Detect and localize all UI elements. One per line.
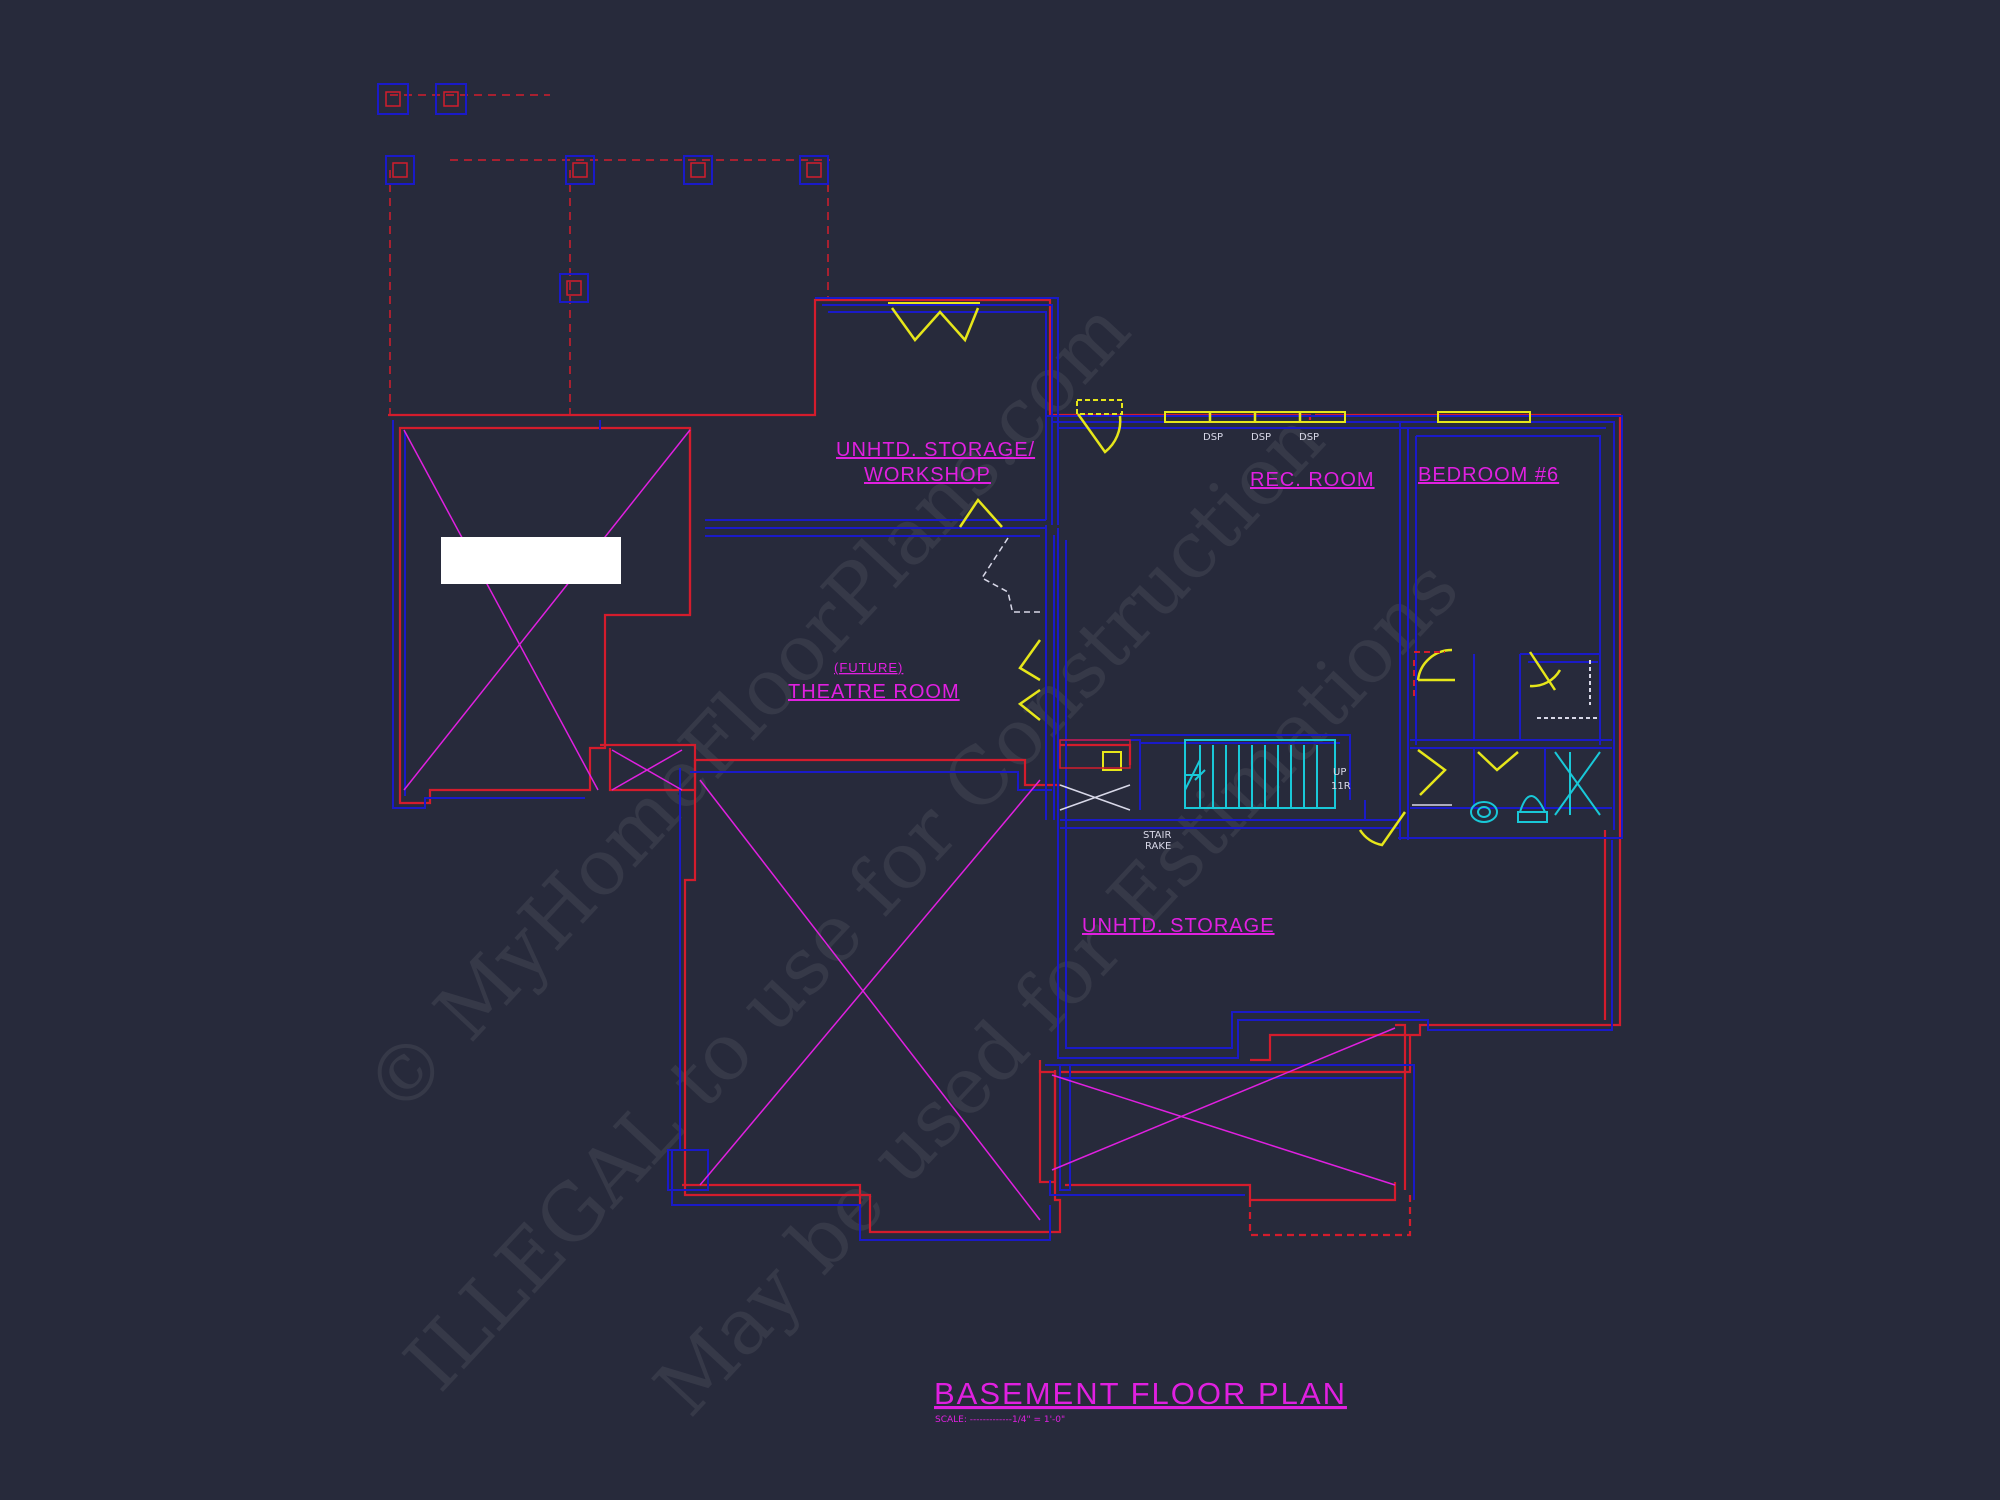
- theatre-bifold-door: [980, 537, 1013, 611]
- label-bedroom: BEDROOM #6: [1418, 464, 1559, 486]
- stair-rake-label-1: STAIR: [1143, 830, 1171, 841]
- annotations: DSP DSP DSP UP 11R STAIR RAKE: [1143, 432, 1351, 852]
- dsp-label-1: DSP: [1203, 432, 1223, 443]
- bath-door-1: [1417, 748, 1447, 796]
- rec-exterior-door: [1076, 399, 1123, 415]
- bathroom-fixtures: [1470, 660, 1601, 823]
- deck-outline: [389, 94, 830, 415]
- label-theatre-future: (FUTURE): [834, 660, 903, 675]
- window-2: [1437, 411, 1531, 423]
- deck-post-footings: [377, 83, 829, 303]
- label-unheated-storage: UNHTD. STORAGE: [1082, 915, 1275, 937]
- mechanical: [1059, 651, 1452, 811]
- open-area-x-marks: [403, 429, 1396, 1221]
- stair-risers-label: 11R: [1331, 781, 1351, 792]
- stair-door: [1358, 811, 1407, 847]
- room-labels: UNHTD. STORAGE/ WORKSHOP REC. ROOM BEDRO…: [788, 439, 1559, 937]
- theatre-double-door: [1017, 639, 1042, 721]
- label-storage-workshop-1: UNHTD. STORAGE/: [836, 439, 1035, 461]
- plan-scale: SCALE: -------------1/4" = 1'-0": [935, 1415, 1065, 1425]
- toilet: [1518, 795, 1547, 813]
- doors: [888, 302, 1562, 847]
- workshop-bifold-door: [890, 307, 980, 343]
- bedroom-door: [1416, 648, 1455, 682]
- title-block: BASEMENT FLOOR PLAN SCALE: -------------…: [934, 1376, 1347, 1425]
- label-rec-room: REC. ROOM: [1250, 469, 1375, 491]
- bath-door-2: [1477, 751, 1519, 772]
- stair: [1184, 739, 1336, 809]
- stair-rake-label-2: RAKE: [1145, 841, 1171, 852]
- shower: [1554, 751, 1601, 816]
- plan-title: BASEMENT FLOOR PLAN: [934, 1376, 1347, 1411]
- workshop-door: [958, 497, 1003, 528]
- stair-up-label: UP: [1333, 767, 1346, 778]
- label-theatre-room: THEATRE ROOM: [788, 681, 960, 703]
- framed-walls: [392, 297, 1623, 1241]
- label-storage-workshop-2: WORKSHOP: [864, 464, 991, 486]
- dsp-label-2: DSP: [1251, 432, 1271, 443]
- redacted-label-box: [441, 537, 621, 584]
- sink: [1470, 801, 1498, 823]
- dsp-label-3: DSP: [1299, 432, 1319, 443]
